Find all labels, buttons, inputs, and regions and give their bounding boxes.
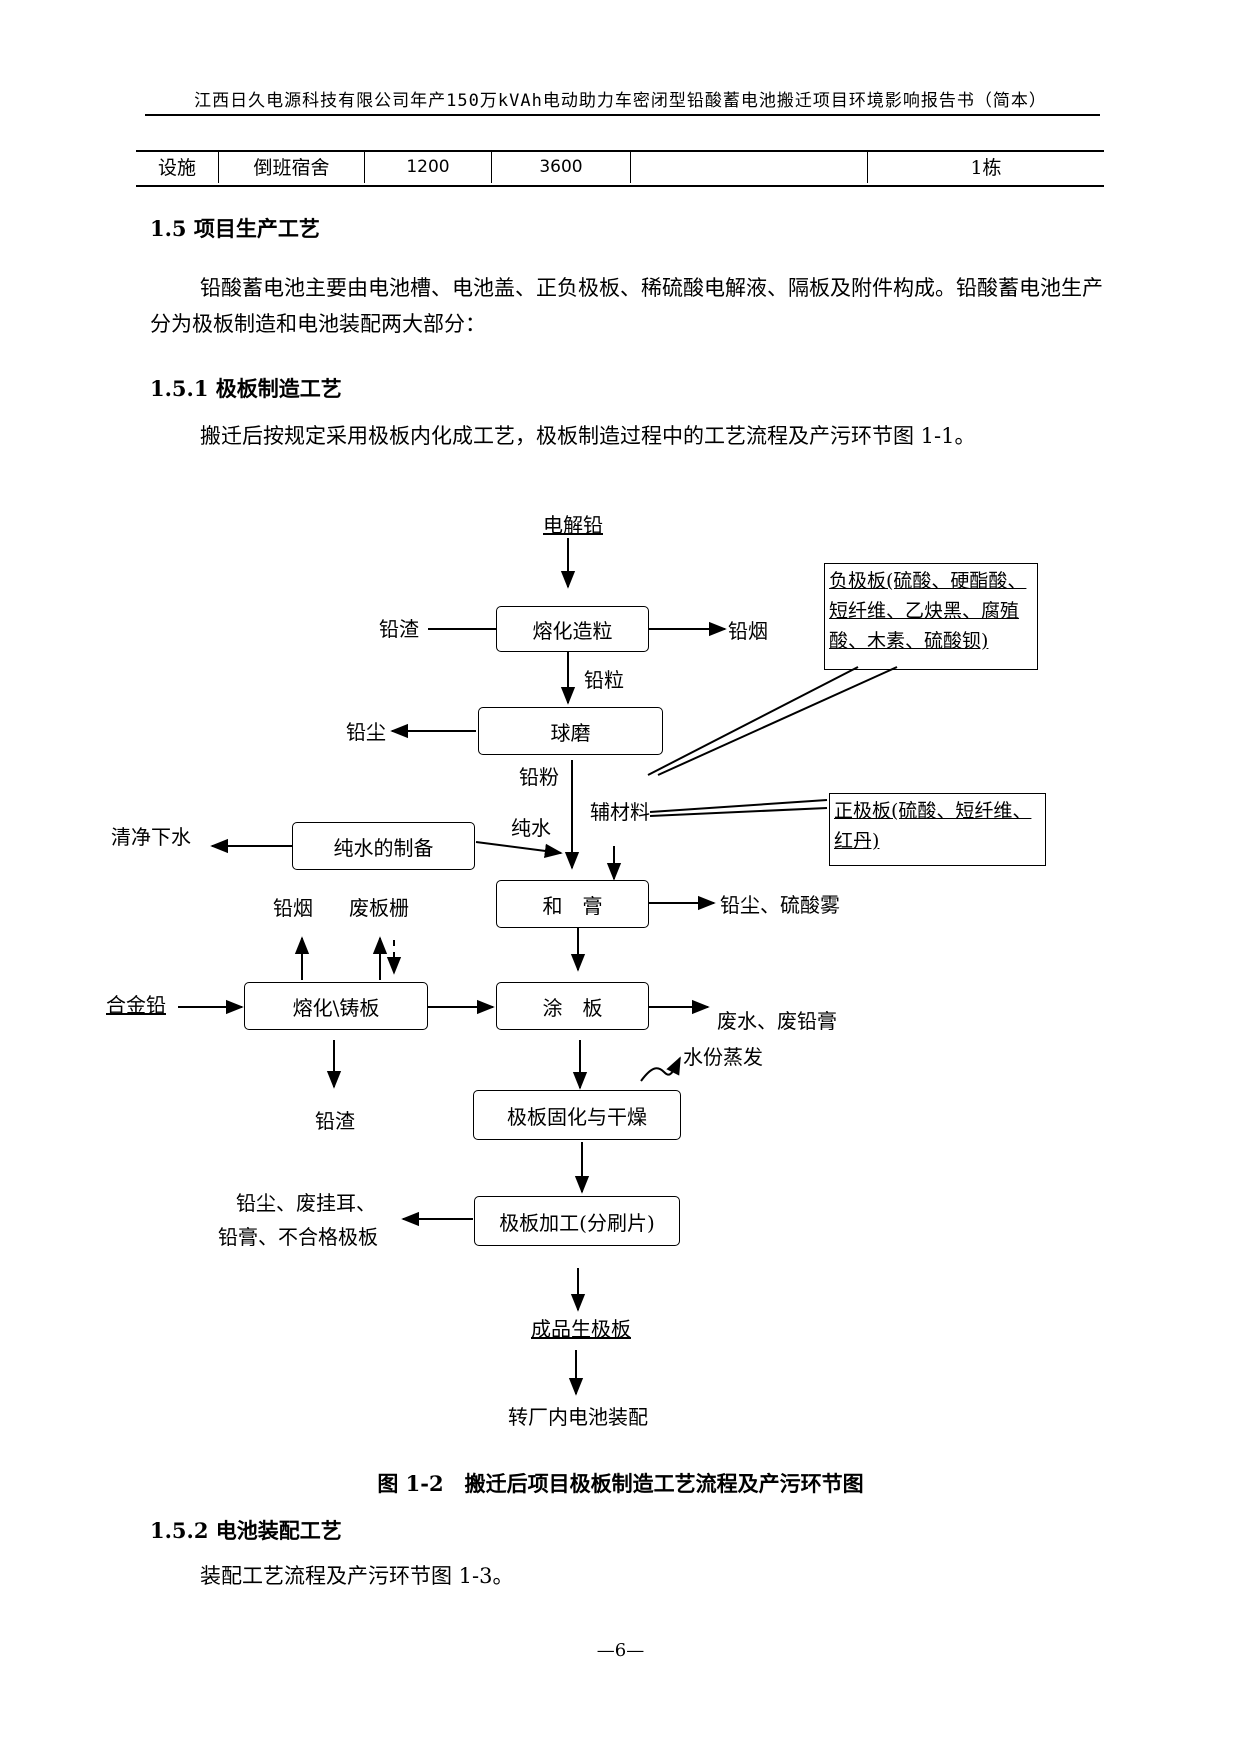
section-paragraph: 搬迁后按规定采用极板内化成工艺，极板制造过程中的工艺流程及产污环节图 1-1。 <box>200 424 976 448</box>
label-lead-fume: 铅烟 <box>728 619 768 643</box>
label-lead-fume-2: 铅烟 <box>273 896 313 920</box>
negative-plate-box: 负极板(硫酸、硬酯酸、 短纤维、乙炔黑、腐殖 酸、木素、硫酸钡) <box>824 563 1038 670</box>
page-number: —6— <box>596 1640 645 1661</box>
section-paragraph: 装配工艺流程及产污环节图 1-3。 <box>200 1564 514 1588</box>
negative-plate-line: 负极板(硫酸、硬酯酸、 <box>829 570 1027 592</box>
label-to-assembly: 转厂内电池装配 <box>508 1405 648 1429</box>
node-process: 极板加工(分刷片) <box>474 1196 680 1246</box>
node-melt-cast: 熔化\铸板 <box>244 982 428 1030</box>
label-lead-dust: 铅尘 <box>346 720 386 744</box>
table-cell <box>630 150 868 183</box>
section-paragraph: 铅酸蓄电池主要由电池槽、电池盖、正负极板、稀硫酸电解液、隔板及附件构成。铅酸蓄电… <box>150 276 1103 336</box>
label-waste-line1: 铅尘、废挂耳、 <box>236 1191 376 1215</box>
positive-plate-line: 正极板(硫酸、短纤维、 <box>834 800 1032 822</box>
positive-plate-box: 正极板(硫酸、短纤维、 红丹) <box>829 793 1046 866</box>
label-lead-pellet: 铅粒 <box>584 668 624 692</box>
label-product: 成品生极板 <box>531 1317 631 1341</box>
label-clean-water: 清净下水 <box>111 825 191 849</box>
node-melt-pellet: 熔化造粒 <box>496 606 649 652</box>
label-aux-material: 辅材料 <box>590 800 650 824</box>
positive-plate-line: 红丹) <box>834 830 880 852</box>
table-bottom-rule <box>136 185 1104 187</box>
label-electrolytic-lead: 电解铅 <box>543 513 603 537</box>
table-row: 设施 倒班宿舍 1200 3600 1栋 <box>136 150 1104 183</box>
page-header: 江西日久电源科技有限公司年产150万kVAh电动助力车密闭型铅酸蓄电池搬迁项目环… <box>194 91 1047 111</box>
node-paste: 和 膏 <box>496 880 649 928</box>
label-lead-powder: 铅粉 <box>519 765 559 789</box>
label-pure-water: 纯水 <box>511 816 551 840</box>
table-cell: 3600 <box>491 150 631 183</box>
node-ball-mill: 球磨 <box>478 707 663 755</box>
node-coat: 涂 板 <box>496 982 649 1030</box>
table-cell: 1栋 <box>867 150 1104 183</box>
label-dust-acid: 铅尘、硫酸雾 <box>720 893 840 917</box>
table-cell: 设施 <box>157 157 196 179</box>
header-rule <box>145 114 1100 116</box>
figure-caption: 图 1-2 搬迁后项目极板制造工艺流程及产污环节图 <box>377 1471 864 1496</box>
label-waste-line2: 铅膏、不合格极板 <box>218 1225 378 1249</box>
facility-table: 设施 倒班宿舍 1200 3600 1栋 <box>136 150 1104 183</box>
node-pure-water: 纯水的制备 <box>292 822 475 870</box>
label-lead-slag-in: 铅渣 <box>379 617 419 641</box>
label-scrap-grid: 废板栅 <box>349 896 409 920</box>
table-cell: 1200 <box>364 150 492 183</box>
label-alloy-lead: 合金铅 <box>106 993 166 1017</box>
label-lead-slag-out: 铅渣 <box>315 1109 355 1133</box>
label-evaporation: 水份蒸发 <box>683 1045 763 1069</box>
negative-plate-line: 短纤维、乙炔黑、腐殖 <box>829 600 1020 622</box>
node-cure: 极板固化与干燥 <box>473 1090 681 1140</box>
negative-plate-line: 酸、木素、硫酸钡) <box>829 630 989 652</box>
section-title-1-5: 1.5 项目生产工艺 <box>150 216 320 241</box>
label-waste-paste: 废水、废铅膏 <box>717 1009 837 1033</box>
section-title-1-5-2: 1.5.2 电池装配工艺 <box>150 1518 342 1543</box>
section-title-1-5-1: 1.5.1 极板制造工艺 <box>150 376 342 401</box>
table-cell: 倒班宿舍 <box>218 150 365 183</box>
